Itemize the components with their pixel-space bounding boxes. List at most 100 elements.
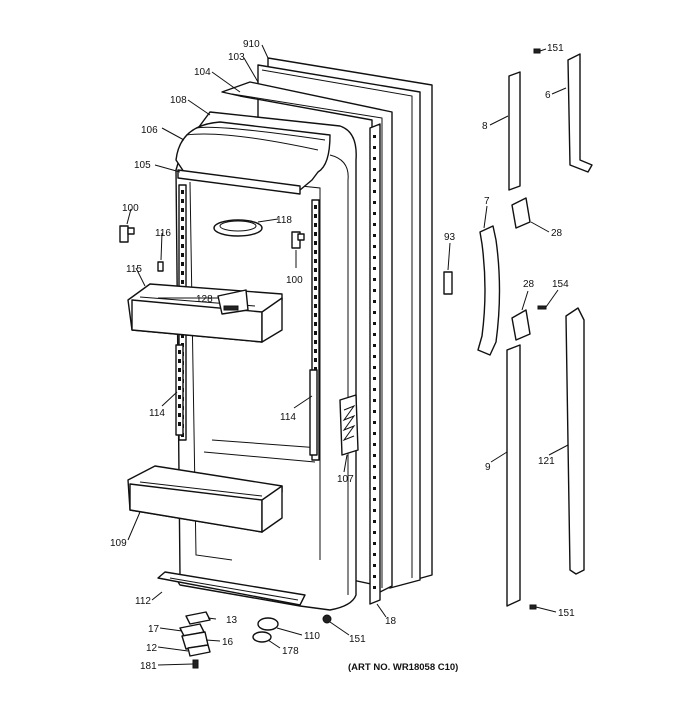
- rivet: [373, 267, 376, 270]
- label-106: 106: [141, 125, 158, 136]
- lower-door-bin: [127, 465, 283, 533]
- rivet: [373, 487, 376, 490]
- rivet: [373, 146, 376, 149]
- label-114-right: 114: [280, 412, 296, 423]
- dairy-knob: [213, 219, 263, 237]
- rail-hole: [314, 268, 317, 272]
- rivet: [373, 201, 376, 204]
- label-109: 109: [110, 538, 127, 549]
- rivet: [373, 553, 376, 556]
- rivet: [373, 355, 376, 358]
- label-107: 107: [337, 474, 354, 485]
- rail-hole: [178, 386, 181, 390]
- bin-support-left: [119, 225, 135, 243]
- rivet: [373, 322, 376, 325]
- rivet: [373, 520, 376, 523]
- rail-hole: [314, 322, 317, 326]
- label-18: 18: [385, 616, 397, 627]
- bin-support-right: [291, 231, 305, 249]
- cam-110: [257, 617, 279, 631]
- rail-hole: [314, 223, 317, 227]
- rivet: [373, 245, 376, 248]
- rail-hole: [178, 368, 181, 372]
- shelf-clip-116: [157, 261, 164, 272]
- rail-hole: [314, 286, 317, 290]
- rail-hole: [178, 422, 181, 426]
- label-154: 154: [552, 279, 569, 290]
- handle-trim-lower-121: [565, 307, 585, 575]
- rail-hole: [178, 377, 181, 381]
- bottom-trim: [157, 571, 306, 606]
- rail-hole: [314, 304, 317, 308]
- art-number: (ART NO. WR18058 C10): [348, 662, 458, 673]
- label-8: 8: [482, 121, 488, 132]
- handle-bracket-28-lower: [511, 309, 531, 341]
- handle-trim-upper-6: [567, 53, 593, 173]
- leader-lines: [126, 44, 569, 666]
- rail-hole: [314, 250, 317, 254]
- rivet: [373, 168, 376, 171]
- label-110: 110: [304, 631, 320, 642]
- rivet: [373, 300, 376, 303]
- rivet: [373, 289, 376, 292]
- label-181: 181: [140, 661, 157, 672]
- rail-hole: [178, 413, 181, 417]
- rivet: [373, 212, 376, 215]
- dairy-compartment-cover: [175, 121, 331, 191]
- rail-hole: [314, 331, 317, 335]
- rivet: [373, 531, 376, 534]
- rail-hole: [181, 253, 184, 257]
- label-116: 116: [155, 228, 171, 239]
- rail-hole: [314, 313, 317, 317]
- rivet: [373, 190, 376, 193]
- screw-154: [537, 305, 547, 310]
- label-93: 93: [444, 232, 456, 243]
- bushing-178: [252, 631, 272, 643]
- rail-hole: [314, 232, 317, 236]
- rivet: [373, 564, 376, 567]
- rail-hole: [181, 217, 184, 221]
- rivet: [373, 333, 376, 336]
- rail-hole: [178, 350, 181, 354]
- label-151-right: 151: [558, 608, 575, 619]
- screw-151-right: [529, 604, 537, 610]
- rail-hole: [178, 395, 181, 399]
- label-28-upper: 28: [551, 228, 563, 239]
- handle-bracket-28-upper: [511, 197, 531, 229]
- screw-181: [192, 659, 199, 669]
- label-108: 108: [170, 95, 187, 106]
- rivet: [373, 399, 376, 402]
- label-178: 178: [282, 646, 299, 657]
- rail-hole: [178, 359, 181, 363]
- hinge-pin-12: [187, 644, 211, 657]
- rivet: [373, 179, 376, 182]
- label-6: 6: [545, 90, 551, 101]
- part-labels: 910 103 104 108 106 105 100 116 118 100 …: [110, 39, 575, 672]
- door-handle-7: [477, 225, 501, 356]
- label-17: 17: [148, 624, 160, 635]
- rivet: [373, 432, 376, 435]
- rail-hole: [314, 277, 317, 281]
- rivet: [373, 157, 376, 160]
- rail-hole: [314, 295, 317, 299]
- label-105: 105: [134, 160, 151, 171]
- rivet: [373, 454, 376, 457]
- rivet: [373, 234, 376, 237]
- upper-door-bin: [127, 283, 283, 343]
- rail-hole: [181, 244, 184, 248]
- rail-hole: [181, 208, 184, 212]
- rivet: [373, 465, 376, 468]
- rail-hole: [178, 404, 181, 408]
- rivet: [373, 377, 376, 380]
- rivet: [373, 278, 376, 281]
- rail-hole: [314, 259, 317, 263]
- rail-hole: [181, 262, 184, 266]
- rail-hole: [314, 241, 317, 245]
- rail-hole: [181, 280, 184, 284]
- rivet: [373, 344, 376, 347]
- label-12: 12: [146, 643, 158, 654]
- label-7: 7: [484, 196, 490, 207]
- label-151-top: 151: [547, 43, 564, 54]
